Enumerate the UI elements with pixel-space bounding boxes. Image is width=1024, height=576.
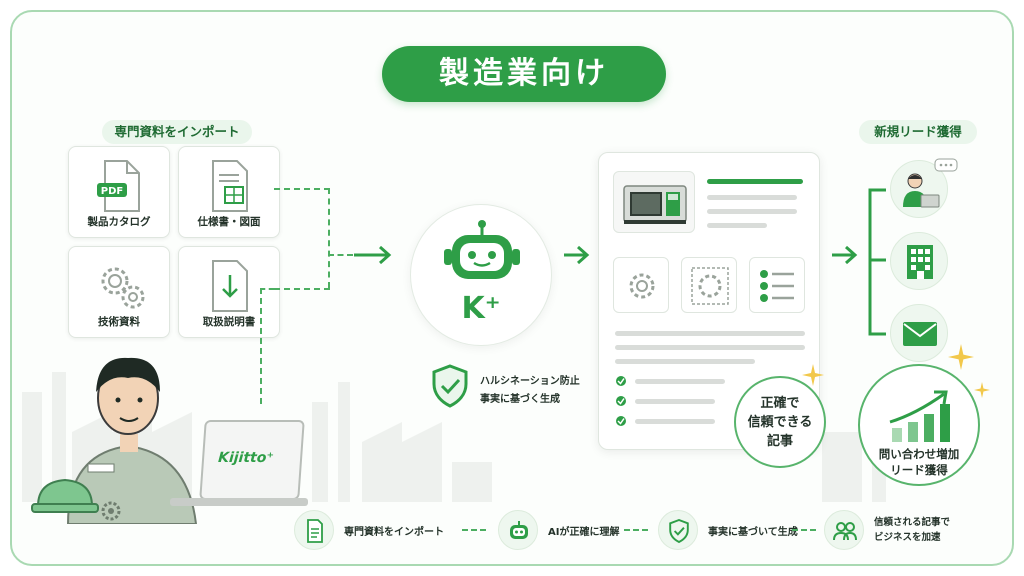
arrow-to-leads [832, 245, 858, 265]
diagram-gear-icon [691, 267, 729, 305]
flow-step-icon-circle [294, 510, 334, 550]
arrow-to-bot [354, 245, 392, 265]
growth-badge: 問い合わせ増加 リード獲得 [858, 364, 980, 486]
hallucination-note-line2: 事実に基づく生成 [480, 394, 560, 405]
page-title: 製造業向け [382, 46, 666, 102]
gear-icon [101, 501, 121, 521]
manual-download-icon [212, 260, 248, 312]
card-user-manual: 取扱説明書 [178, 246, 280, 338]
growth-badge-text: 問い合わせ増加 リード獲得 [860, 446, 978, 478]
cnc-machine-icon [623, 185, 687, 224]
chat-bubble-icon [934, 158, 958, 172]
connector [260, 288, 274, 290]
card-caption: 製品カタログ [87, 216, 151, 228]
article-diagram-box [681, 257, 737, 313]
lead-item-company [890, 232, 948, 290]
sparkle-icon [948, 344, 974, 370]
card-caption: 技術資料 [98, 316, 140, 328]
bot-logo-text: K⁺ [461, 291, 501, 326]
generated-article-card [598, 152, 820, 450]
people-icon [833, 522, 857, 541]
robot-icon [444, 220, 520, 279]
ai-bot-circle: K⁺ [410, 204, 552, 346]
article-checklist [616, 376, 725, 426]
growth-line1: 問い合わせ増加 [878, 447, 960, 461]
lead-item-email [890, 304, 948, 362]
article-text-line [707, 223, 767, 228]
article-heading-line [707, 179, 803, 184]
badge-line: 正確で [760, 396, 800, 411]
flow-step-icon-circle [498, 510, 538, 550]
flow-arrow [624, 529, 648, 531]
lead-section-label: 新規リード獲得 [859, 120, 977, 144]
pdf-icon: PDF [97, 160, 140, 212]
connector [274, 288, 330, 290]
sparkle-icon [802, 364, 824, 386]
flow-step-icon-circle [658, 510, 698, 550]
flow-step-label: AIが正確に理解 [548, 527, 620, 538]
office-building-icon [907, 245, 933, 279]
card-technical-docs: 技術資料 [68, 246, 170, 338]
card-product-catalog: PDF 製品カタログ [68, 146, 170, 238]
infographic-frame: 製造業向け 専門資料をインポート PDF 製品カタログ 仕様書・図面 [10, 10, 1014, 566]
article-text-line [615, 331, 805, 336]
hallucination-note-line1: ハルシネーション防止 [480, 376, 580, 387]
connector [274, 188, 330, 190]
growth-chart-icon [889, 390, 950, 442]
gears-icon [101, 267, 145, 309]
flow-step-label: 専門資料をインポート [344, 527, 444, 538]
connector [328, 254, 372, 256]
process-flow-bar: 専門資料をインポート AIが正確に理解 事実に基づい [294, 508, 994, 554]
hallucination-note: ハルシネーション防止 事実に基づく生成 [430, 364, 580, 412]
connector [328, 188, 330, 288]
card-spec-drawing: 仕様書・図面 [178, 146, 280, 238]
robot-icon [510, 521, 528, 539]
growth-line2: リード獲得 [890, 463, 948, 477]
article-text-line [707, 209, 797, 214]
card-caption: 仕様書・図面 [197, 216, 261, 228]
connector [260, 288, 262, 404]
shield-check-icon [432, 364, 468, 408]
machine-image [613, 171, 695, 233]
laptop-base [170, 498, 308, 506]
article-text-line [707, 195, 797, 200]
flow-step-label: 事実に基づいて生成 [708, 527, 798, 538]
article-text-line [615, 359, 755, 364]
accurate-article-badge: 正確で 信頼できる 記事 [734, 376, 826, 468]
flow-arrow [792, 529, 816, 531]
arrow-to-article [564, 245, 590, 265]
sparkle-icon [974, 382, 990, 398]
pdf-badge-text: PDF [101, 186, 123, 197]
hard-hat-icon [31, 478, 99, 513]
flow-step-icon-circle [824, 510, 864, 550]
envelope-icon [903, 322, 937, 346]
card-caption: 取扱説明書 [202, 316, 256, 328]
spec-sheet-icon [212, 160, 248, 212]
article-gear-box [613, 257, 669, 313]
flow-arrow [462, 529, 486, 531]
laptop-screen: Kijitto⁺ [199, 420, 305, 500]
engineer-illustration [66, 357, 198, 524]
import-section-label: 専門資料をインポート [102, 120, 252, 144]
flow-step-label-line1: 信頼される記事で [874, 517, 951, 528]
gear-icon [629, 273, 655, 299]
badge-line: 記事 [766, 434, 793, 449]
badge-line: 信頼できる [747, 415, 813, 430]
lead-bracket [868, 188, 886, 336]
flow-step-label: 信頼される記事で ビジネスを加速 [874, 515, 950, 545]
businessman-laptop-icon [903, 173, 940, 208]
shield-check-icon [669, 518, 689, 544]
laptop-brand-text: Kijitto⁺ [217, 450, 275, 466]
checklist-icon [760, 270, 794, 302]
flow-step-label-line2: ビジネスを加速 [874, 532, 941, 543]
document-icon [307, 519, 323, 543]
article-text-line [615, 345, 805, 350]
article-checklist-box [749, 257, 805, 313]
